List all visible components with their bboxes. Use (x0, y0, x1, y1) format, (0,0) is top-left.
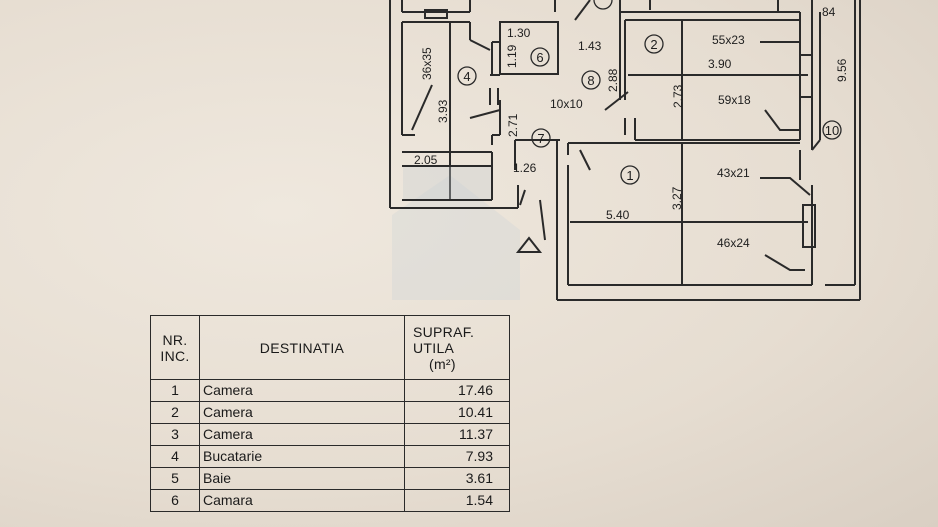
dim-84: 84 (822, 5, 836, 19)
room-area-table: NR. INC. DESTINATIA SUPRAF. UTILA (m²) 1… (150, 315, 510, 512)
header-suprafata: SUPRAF. UTILA (m²) (404, 315, 510, 380)
dim-43x21: 43x21 (717, 166, 750, 180)
row-destinatia: Baie (199, 467, 405, 490)
dim-126: 1.26 (513, 161, 537, 175)
dim-55x23: 55x23 (712, 33, 745, 47)
dim-46x24: 46x24 (717, 236, 750, 250)
dim-273: 2.73 (671, 84, 685, 108)
row-nr: 4 (150, 445, 200, 468)
header-destinatia: DESTINATIA (199, 315, 405, 380)
room-markers (457, 0, 842, 185)
row-destinatia: Camera (199, 423, 405, 446)
room-7-number: 7 (537, 131, 544, 146)
row-suprafata: 11.37 (404, 423, 510, 446)
dim-393: 3.93 (436, 99, 450, 123)
dim-956: 9.56 (835, 58, 849, 82)
dim-10x10: 10x10 (550, 97, 583, 111)
hall-area (403, 167, 491, 199)
dim-205: 2.05 (414, 153, 438, 167)
dim-59x18: 59x18 (718, 93, 751, 107)
room-10-number: 10 (825, 123, 839, 138)
dim-143: 1.43 (578, 39, 602, 53)
dim-327: 3.27 (670, 186, 684, 210)
dim-130: 1.30 (507, 26, 531, 40)
dim-540: 5.40 (606, 208, 630, 222)
table-row: 2 Camera 10.41 (150, 401, 510, 424)
row-suprafata: 1.54 (404, 489, 510, 512)
row-destinatia: Camera (199, 379, 405, 402)
row-suprafata: 3.61 (404, 467, 510, 490)
header-nr: NR. INC. (150, 315, 200, 380)
table-header-row: NR. INC. DESTINATIA SUPRAF. UTILA (m²) (150, 315, 510, 380)
row-destinatia: Bucatarie (199, 445, 405, 468)
row-nr: 6 (150, 489, 200, 512)
dim-390: 3.90 (708, 57, 732, 71)
row-destinatia: Camara (199, 489, 405, 512)
room-6-number: 6 (536, 50, 543, 65)
row-destinatia: Camera (199, 401, 405, 424)
dim-119: 1.19 (505, 44, 519, 68)
row-nr: 2 (150, 401, 200, 424)
room-2-number: 2 (650, 37, 657, 52)
plan-walls (389, 0, 861, 301)
table-row: 4 Bucatarie 7.93 (150, 445, 510, 468)
row-suprafata: 10.41 (404, 401, 510, 424)
row-nr: 1 (150, 379, 200, 402)
row-suprafata: 7.93 (404, 445, 510, 468)
room-1-number: 1 (626, 168, 633, 183)
dim-288: 2.88 (606, 68, 620, 92)
dim-271: 2.71 (506, 113, 520, 137)
row-nr: 3 (150, 423, 200, 446)
room-8-number: 8 (587, 73, 594, 88)
room-4-number: 4 (463, 69, 470, 84)
dim-36x35: 36x35 (420, 47, 434, 80)
table-row: 3 Camera 11.37 (150, 423, 510, 446)
watermark-logo (392, 175, 520, 300)
table-row: 5 Baie 3.61 (150, 467, 510, 490)
table-row: 1 Camera 17.46 (150, 379, 510, 402)
row-suprafata: 17.46 (404, 379, 510, 402)
table-row: 6 Camara 1.54 (150, 489, 510, 512)
row-nr: 5 (150, 467, 200, 490)
